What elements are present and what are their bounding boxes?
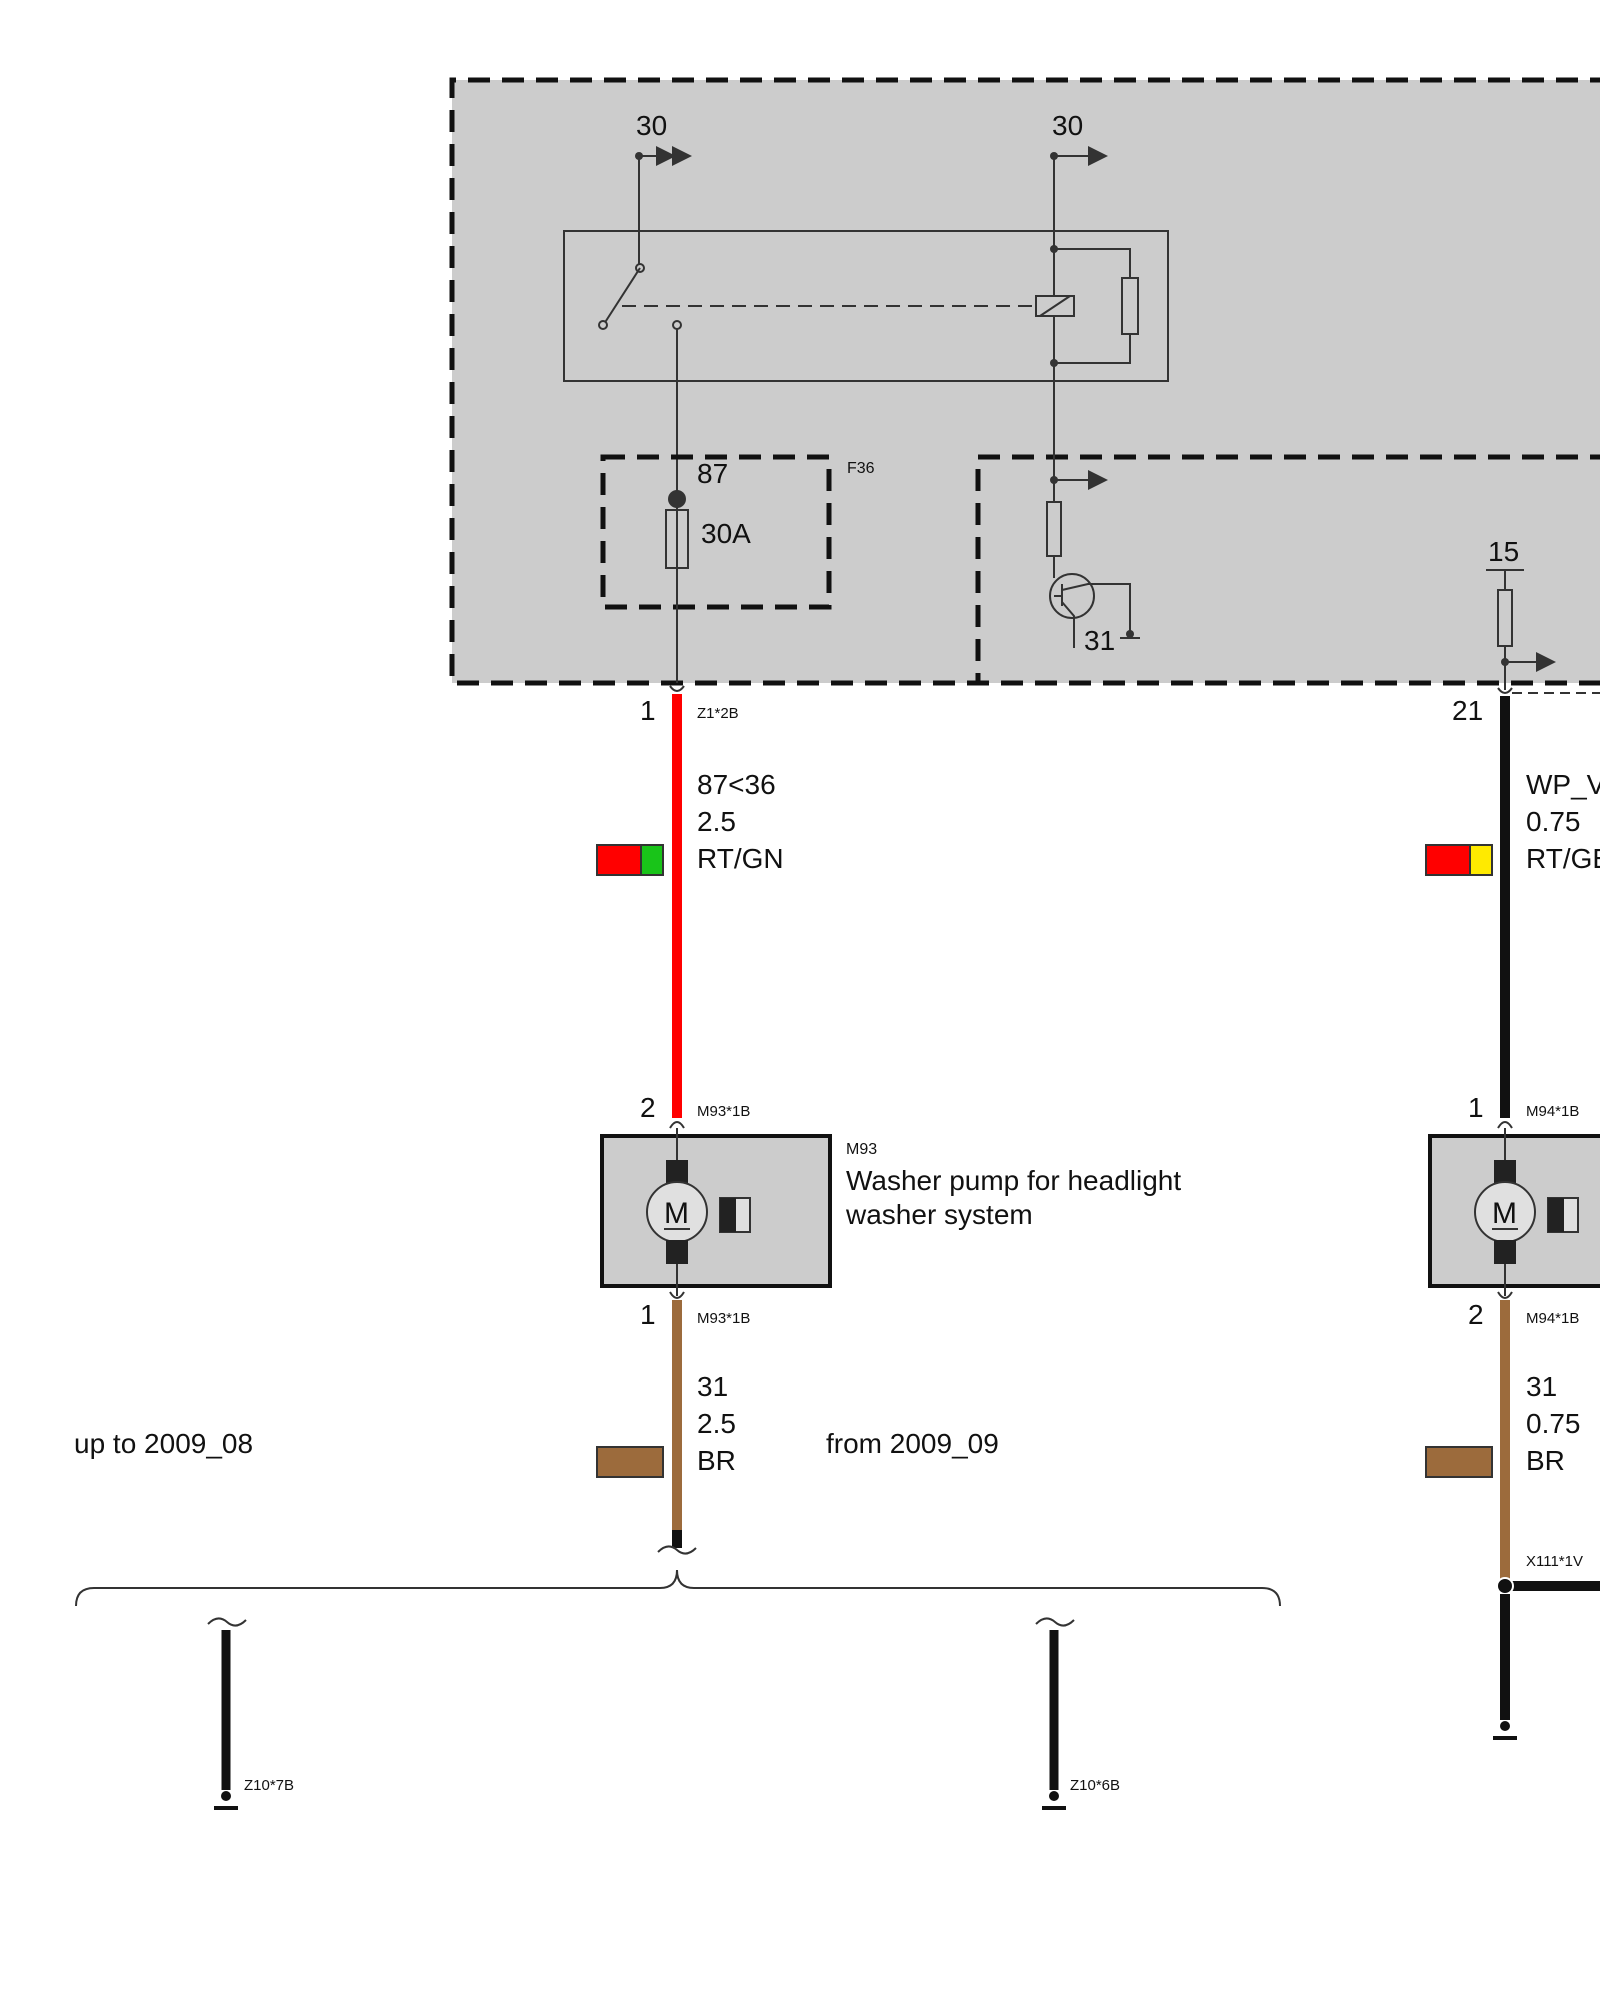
svg-text:M: M [1492,1197,1517,1230]
pump-pin-bottom-label: 1 [640,1299,656,1330]
ground-signal-label: 31 [697,1371,728,1402]
pump-pin-top-label: 1 [1468,1092,1484,1123]
relay-box [563,230,1169,382]
supply-terminal-label: 15 [1488,536,1519,567]
transistor-icon [1049,573,1095,619]
terminal-30-left-label: 30 [636,110,667,141]
pin-label: 1 [640,695,656,726]
relay-resistor-icon [1121,277,1139,335]
wire-color-swatch [1425,844,1493,876]
arrow-right-icon [1088,146,1108,166]
variant-brace [75,1569,1281,1607]
pump-connector-bottom-label: M94*1B [1526,1310,1579,1327]
connector-hook-icon [669,1291,685,1299]
control-module-frame [449,77,1600,686]
left-circuit: 1 Z1*2B 87<36 2.5 RT/GN 2 M93*1B M [74,685,1281,1810]
connector-hook-icon [669,685,685,692]
pump-icon [719,1197,751,1233]
terminal-30-right-label: 30 [1052,110,1083,141]
wire-size-label: 2.5 [697,806,736,837]
connector-hook-icon [1497,1121,1513,1129]
connector-hook-icon [1497,1291,1513,1299]
right-circuit: 21 WP_V 0.75 RT/GE 1 M94*1B M 2 M9 [1425,687,1600,1740]
connector-hook-icon [669,1121,685,1129]
arrow-right-icon [672,146,692,166]
connector-hook-icon [1035,1617,1075,1627]
washer-pump-m93: M [600,1128,832,1296]
fuse-box [600,454,832,610]
pump-pin-bottom-label: 2 [1468,1299,1484,1330]
fuse-rating-label: 30A [701,518,751,549]
relay-switch-contact-no [672,320,682,330]
wire-color-label: RT/GN [697,843,784,874]
ground-size-label: 2.5 [697,1408,736,1439]
washer-pump-m94: M [1428,1128,1600,1296]
fuse-terminal-label: 87 [697,458,728,489]
svg-text:M: M [664,1197,689,1230]
connector-label: Z1*2B [697,705,739,722]
variant-right-label: from 2009_09 [826,1428,999,1459]
variant-left-label: up to 2009_08 [74,1428,253,1459]
ground-signal-label: 31 [1526,1371,1557,1402]
transistor-resistor-icon [1046,501,1062,557]
ground-point-left-label: Z10*7B [244,1777,294,1794]
wire-size-label: 0.75 [1526,806,1581,837]
relay-switch-contact-nc [598,320,608,330]
ground-color-label: BR [1526,1445,1565,1476]
connector-hook-icon [1497,687,1513,694]
ground-size-label: 0.75 [1526,1408,1581,1439]
wire-color-swatch [596,844,664,876]
arrow-right-icon [1536,652,1556,672]
pump-connector-bottom-label: M93*1B [697,1310,750,1327]
pin-label: 21 [1452,695,1483,726]
pump-icon [1547,1197,1579,1233]
wire-signal-label: 87<36 [697,769,776,800]
pump-pin-top-label: 2 [640,1092,656,1123]
component-name-line2: washer system [845,1199,1033,1230]
ground-color-label: BR [697,1445,736,1476]
pump-connector-top-label: M93*1B [697,1103,750,1120]
wire-color-label: RT/GE [1526,843,1600,874]
fuse-name-label: F36 [847,460,875,477]
component-name-line1: Washer pump for headlight [846,1165,1181,1196]
arrow-right-icon [1088,470,1108,490]
ground-color-swatch [1425,1446,1493,1478]
control-module: 30 30 F36 87 30A [449,77,1600,690]
splice-node [1496,1577,1514,1595]
wire-signal-label: WP_V [1526,769,1600,800]
component-id-label: M93 [846,1141,877,1158]
transistor-ground-label: 31 [1084,625,1115,656]
connector-hook-icon [657,1545,697,1555]
supply-resistor-icon [1497,589,1513,647]
sub-module-frame [975,454,1600,683]
splice-label: X111*1V [1526,1553,1583,1570]
ground-point-right-label: Z10*6B [1070,1777,1120,1794]
connector-hook-icon [207,1617,247,1627]
pump-connector-top-label: M94*1B [1526,1103,1579,1120]
ground-color-swatch [596,1446,664,1478]
